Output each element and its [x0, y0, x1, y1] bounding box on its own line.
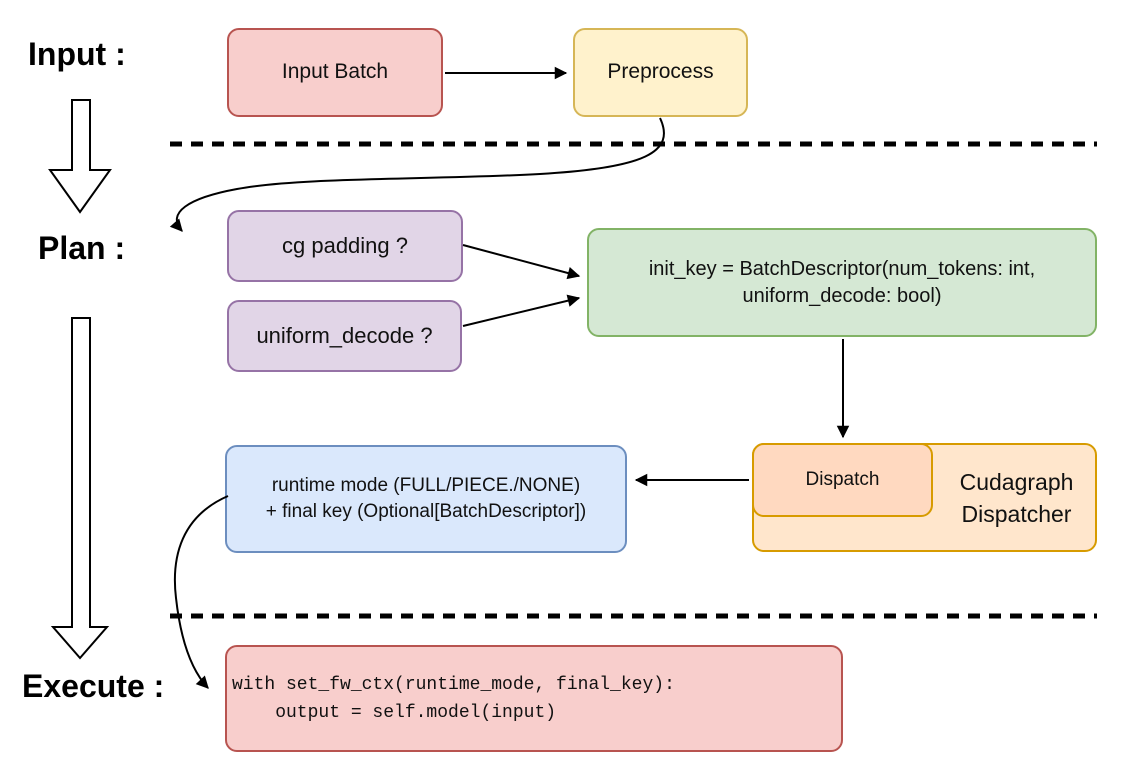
- input-to-plan-arrow: [48, 99, 112, 214]
- dispatch-node: Dispatch: [752, 443, 933, 517]
- execute-code-line1: with set_fw_ctx(runtime_mode, final_key)…: [232, 674, 675, 695]
- plan-stage-label: Plan :: [38, 230, 126, 266]
- init-key-node: init_key = BatchDescriptor(num_tokens: i…: [587, 228, 1097, 337]
- uniform-decode-label: uniform_decode ?: [256, 323, 433, 349]
- runtime-result-line1: runtime mode (FULL/PIECE./NONE): [271, 475, 581, 497]
- cudagraph-dispatcher-line2: Dispatcher: [961, 500, 1072, 527]
- arrow-uniformdecode-to-initkey: [462, 294, 581, 327]
- runtime-result-line2: + final key (Optional[BatchDescriptor]): [265, 501, 587, 522]
- execute-code-node: with set_fw_ctx(runtime_mode, final_key)…: [225, 645, 843, 752]
- cudagraph-dispatcher-label: Cudagraph Dispatcher: [939, 445, 1094, 550]
- input-stage-label: Input :: [28, 36, 126, 72]
- init-key-line1: init_key = BatchDescriptor(num_tokens: i…: [648, 257, 1036, 280]
- cudagraph-dispatcher-line1: Cudagraph: [959, 468, 1074, 495]
- plan-to-execute-arrow: [50, 317, 110, 660]
- runtime-result-node: runtime mode (FULL/PIECE./NONE) + final …: [225, 445, 627, 553]
- dispatch-label: Dispatch: [805, 469, 880, 491]
- execute-stage-label: Execute :: [22, 668, 165, 704]
- arrow-cgpadding-to-initkey: [462, 244, 581, 280]
- input-batch-label: Input Batch: [281, 60, 389, 84]
- execute-code-line2: output = self.model(input): [232, 702, 557, 723]
- init-key-line2: uniform_decode: bool): [742, 284, 942, 307]
- preprocess-label: Preprocess: [607, 60, 714, 84]
- arrow-runtime-to-execute-code: [173, 495, 229, 689]
- preprocess-node: Preprocess: [573, 28, 748, 117]
- input-batch-node: Input Batch: [227, 28, 443, 117]
- cg-padding-node: cg padding ?: [227, 210, 463, 282]
- cg-padding-label: cg padding ?: [282, 233, 408, 259]
- uniform-decode-node: uniform_decode ?: [227, 300, 462, 372]
